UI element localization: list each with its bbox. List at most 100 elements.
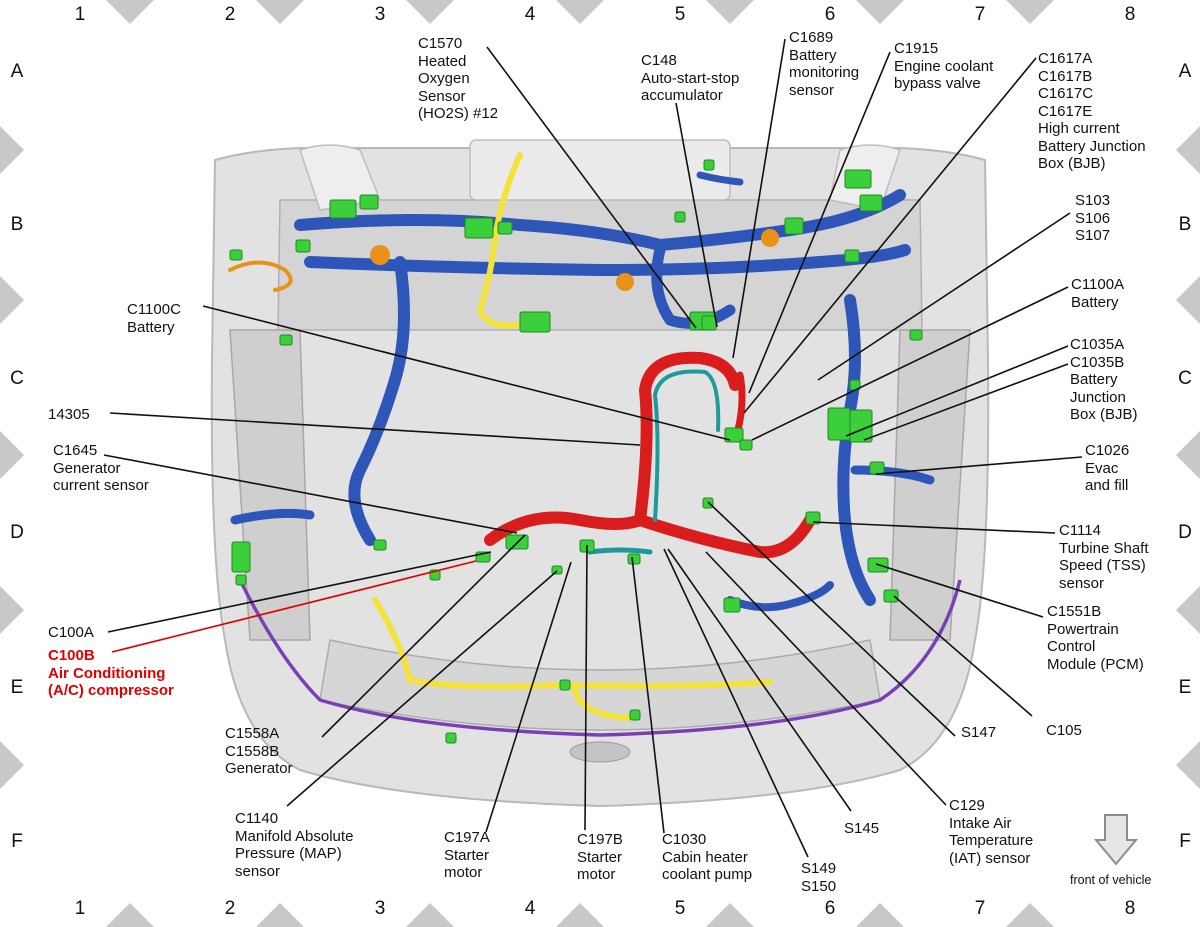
leader-line-s145 <box>667 548 852 812</box>
border-diamond <box>256 0 304 24</box>
leader-line-c129 <box>705 551 947 806</box>
grid-row-right-D: D <box>1178 522 1192 543</box>
border-diamond <box>0 276 24 324</box>
border-diamond <box>0 586 24 634</box>
border-diamond <box>1176 586 1200 634</box>
grid-column-bottom-6: 6 <box>824 898 836 919</box>
border-diamond <box>0 431 24 479</box>
grid-row-right-E: E <box>1178 677 1192 698</box>
leader-line-c105 <box>893 595 1033 717</box>
connector-block <box>445 732 457 744</box>
connector-block <box>231 541 251 573</box>
grid-row-left-E: E <box>10 677 24 698</box>
connector-block <box>844 249 860 263</box>
border-diamond <box>1176 431 1200 479</box>
connector-block <box>909 329 923 341</box>
connector-block <box>359 194 379 210</box>
leader-line-c1100c <box>202 305 731 441</box>
connector-block <box>235 574 247 586</box>
border-diamond <box>1176 276 1200 324</box>
leader-line-c1026 <box>875 456 1083 475</box>
connector-block <box>464 217 494 239</box>
connector-block <box>373 539 387 551</box>
leader-line-c197b <box>584 544 588 831</box>
grid-column-bottom-3: 3 <box>374 898 386 919</box>
border-diamond <box>1006 0 1054 24</box>
leader-line-c1551b <box>875 563 1044 618</box>
border-diamond <box>1006 903 1054 927</box>
teal-harness <box>587 369 721 555</box>
grid-row-right-C: C <box>1178 368 1192 389</box>
grid-column-bottom-1: 1 <box>74 898 86 919</box>
leader-line-s103 <box>817 212 1071 381</box>
grid-column-top-8: 8 <box>1124 4 1136 25</box>
border-diamond <box>706 903 754 927</box>
connector-block <box>844 169 872 189</box>
orange-harness <box>228 229 779 292</box>
connector-block <box>723 597 741 613</box>
red-harness <box>484 351 816 559</box>
border-diamond <box>856 0 904 24</box>
connector-block <box>739 439 753 451</box>
grid-column-top-5: 5 <box>674 4 686 25</box>
callout-s147: S147 <box>961 724 997 741</box>
grid-row-left-D: D <box>10 522 24 543</box>
leader-line-c1114 <box>812 521 1056 534</box>
leader-line-c100a <box>107 551 492 633</box>
front-of-vehicle-note: front of vehicle <box>1070 873 1152 887</box>
connector-block <box>883 589 899 603</box>
grid-column-bottom-8: 8 <box>1124 898 1136 919</box>
border-diamond <box>556 903 604 927</box>
border-diamond <box>256 903 304 927</box>
front-of-vehicle-icon <box>1093 814 1139 866</box>
leader-line-c1030 <box>631 556 665 834</box>
border-diamond <box>556 0 604 24</box>
connector-block <box>629 709 641 721</box>
border-diamond <box>1176 741 1200 789</box>
leader-line-c1035a <box>845 345 1069 437</box>
leader-line-c1035b <box>863 363 1069 441</box>
connector-block <box>805 511 821 525</box>
border-diamond <box>406 0 454 24</box>
border-diamond <box>0 741 24 789</box>
leader-lines <box>103 38 1083 858</box>
connector-block <box>724 427 744 443</box>
grid-column-bottom-5: 5 <box>674 898 686 919</box>
connector-block <box>859 194 883 212</box>
grid-column-bottom-2: 2 <box>224 898 236 919</box>
yellow-harness <box>372 152 773 721</box>
purple-harness <box>238 579 962 737</box>
callout-14305: 14305 <box>48 406 90 423</box>
leader-line-c197a <box>485 561 572 833</box>
grid-column-top-3: 3 <box>374 4 386 25</box>
grid-row-left-B: B <box>10 214 24 235</box>
border-diamond <box>106 903 154 927</box>
grid-row-right-B: B <box>1178 214 1192 235</box>
leader-line-c100b <box>111 560 477 653</box>
grid-row-left-F: F <box>11 831 23 852</box>
grid-column-bottom-4: 4 <box>524 898 536 919</box>
connector-block <box>229 249 243 261</box>
grid-row-right-F: F <box>1179 831 1191 852</box>
border-diamond <box>106 0 154 24</box>
connector-block <box>559 679 571 691</box>
callout-c105: C105 <box>1046 722 1082 739</box>
leader-line-c148 <box>675 102 718 328</box>
connector-block <box>674 211 686 223</box>
leader-line-c1570 <box>486 46 697 329</box>
